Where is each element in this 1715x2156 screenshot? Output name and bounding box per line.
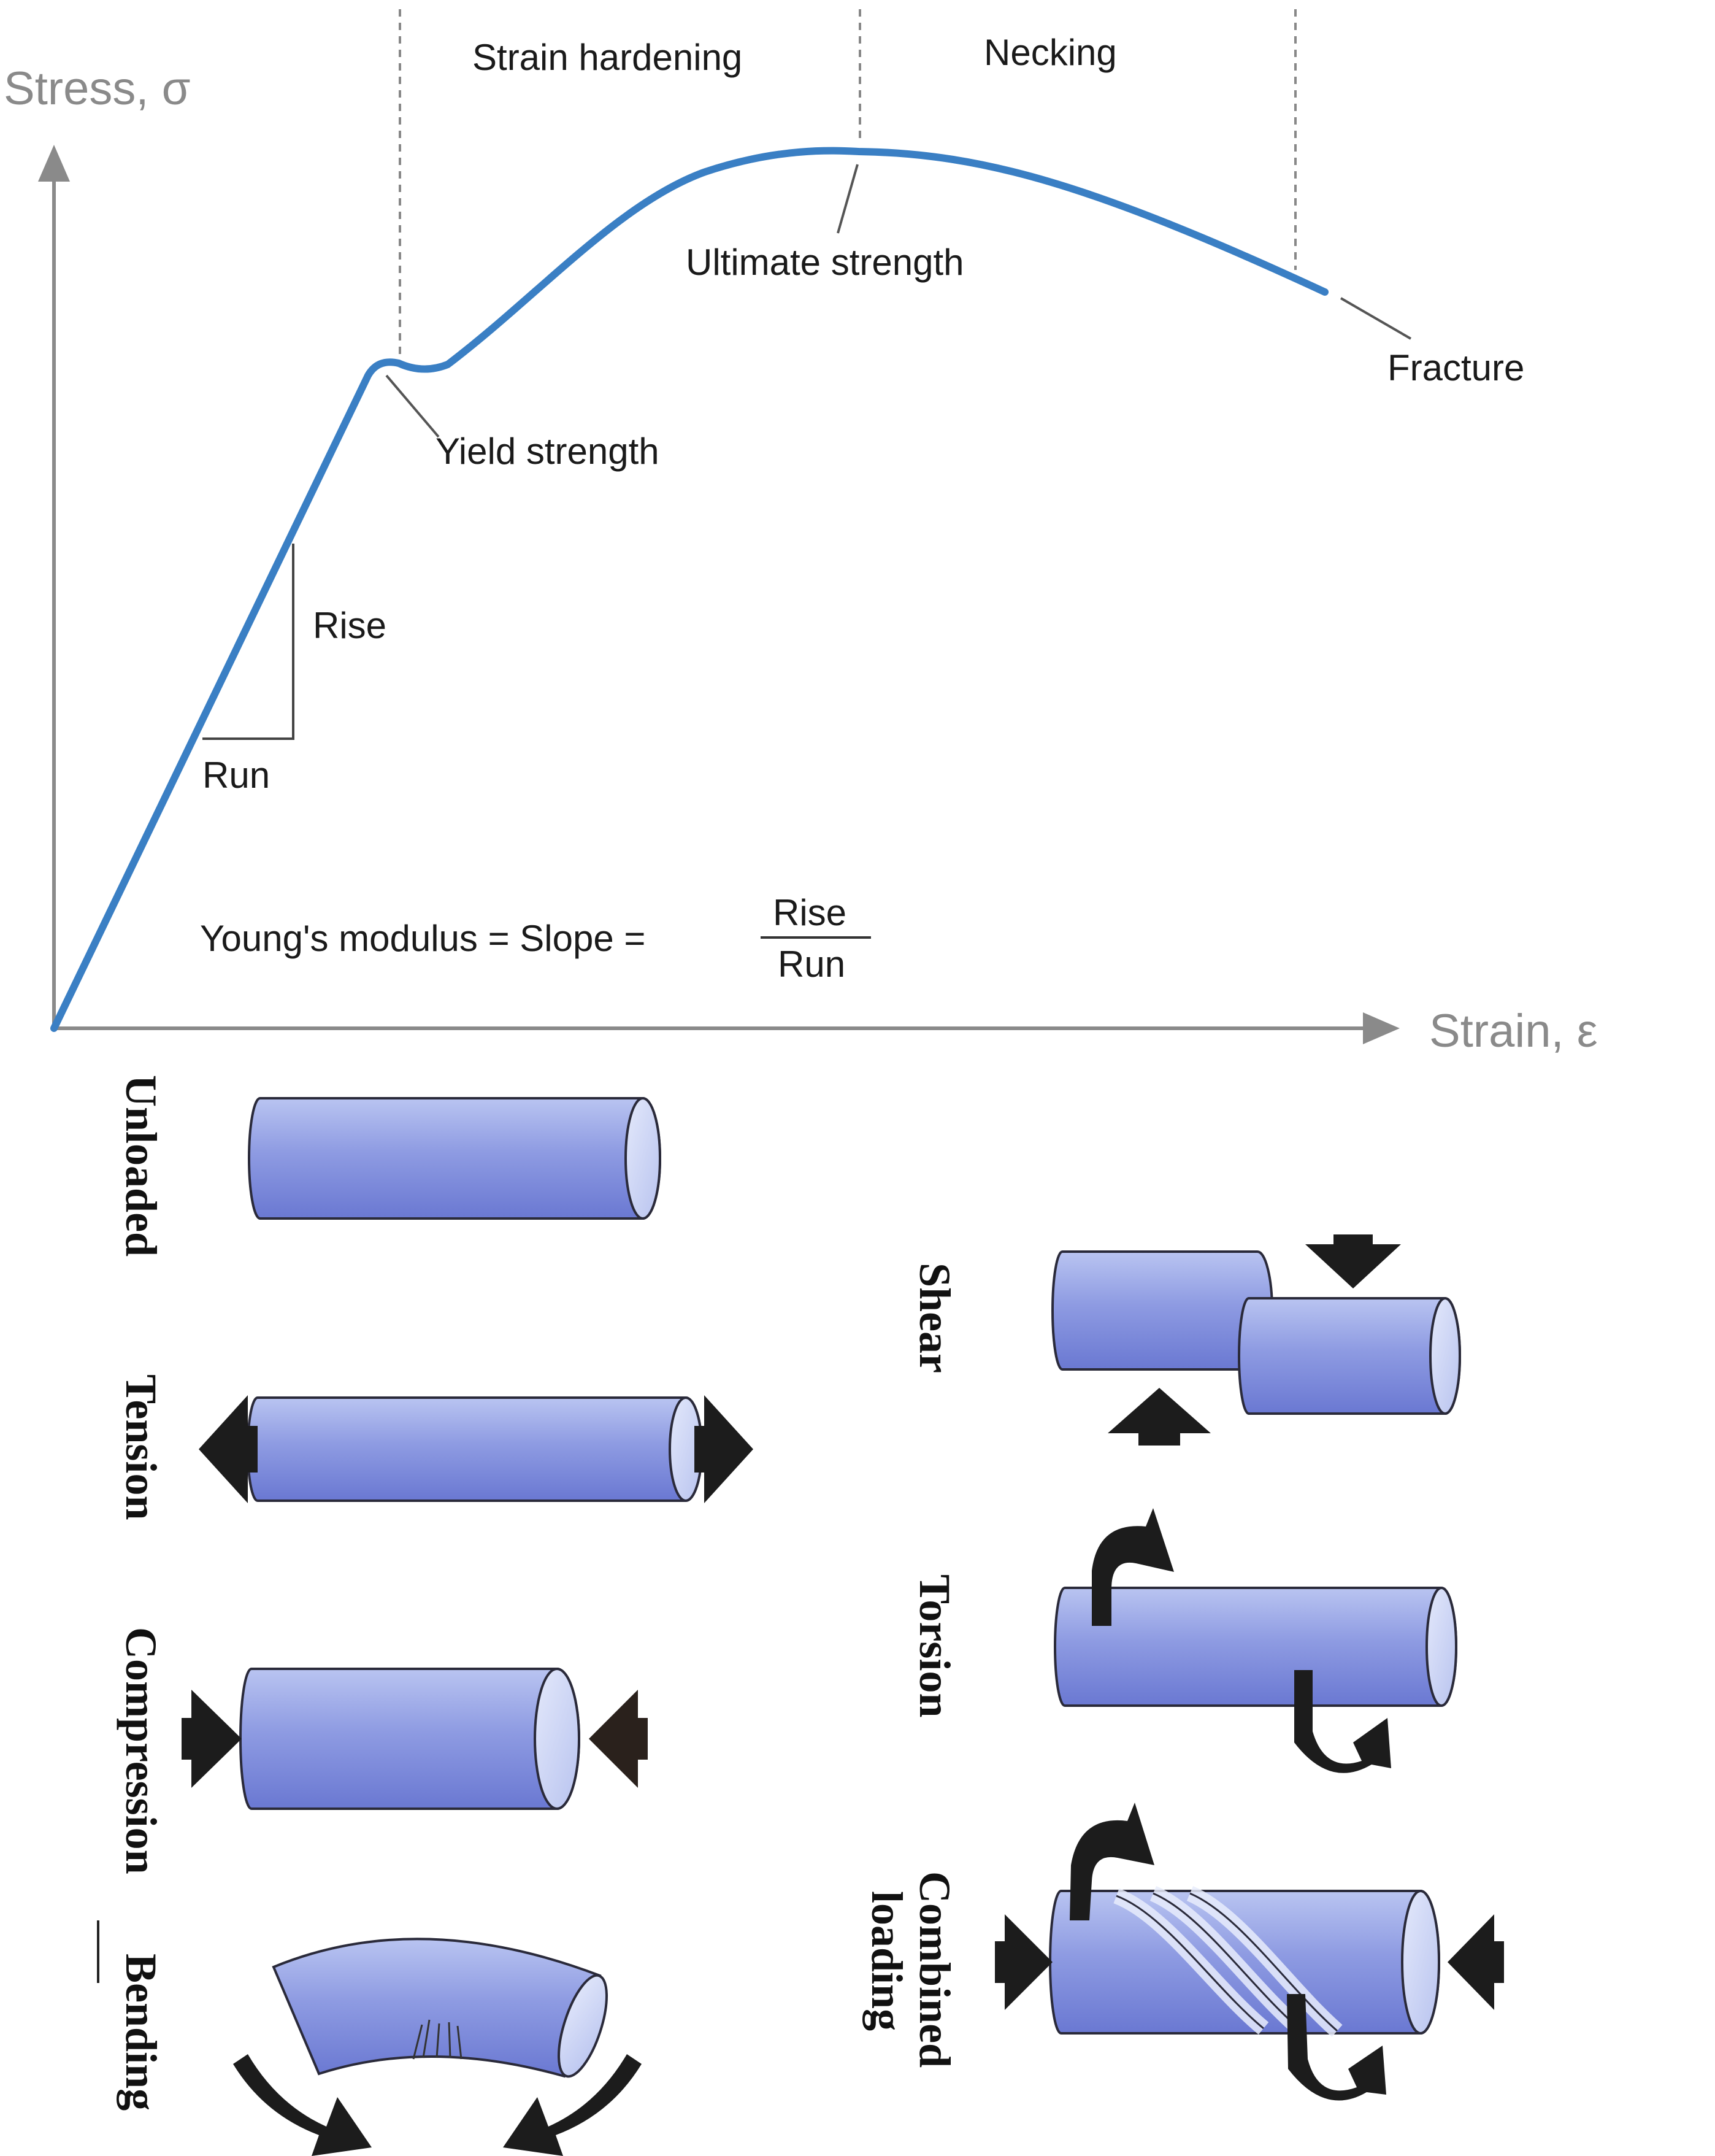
tension-cylinder xyxy=(247,1396,703,1502)
fracture-leader xyxy=(1340,297,1412,340)
compression-cylinder xyxy=(239,1668,580,1810)
slope-triangle xyxy=(202,544,294,740)
compression-label: Compression xyxy=(117,1627,166,1874)
combined-left-arrow-icon xyxy=(995,1914,1053,2010)
rise-label: Rise xyxy=(313,605,386,646)
bending-right-arrow-icon xyxy=(503,2054,642,2156)
combined-cylinder xyxy=(1049,1886,1440,2037)
loading-types-right: Shear Torsion Combined loading xyxy=(862,1234,1504,2101)
bending-label: Bending xyxy=(117,1954,166,2111)
necking-label: Necking xyxy=(984,32,1117,73)
shear-label: Shear xyxy=(910,1263,959,1373)
yield-strength-label: Yield strength xyxy=(435,431,659,472)
unloaded-cylinder xyxy=(248,1097,661,1220)
yield-leader xyxy=(385,374,440,438)
compression-left-arrow-icon xyxy=(182,1690,242,1788)
y-axis-arrow-icon xyxy=(38,145,70,182)
run-label: Run xyxy=(202,755,270,796)
shear-cylinder-lower xyxy=(1238,1297,1461,1415)
tension-left-arrow-icon xyxy=(199,1395,258,1503)
ultimate-strength-label: Ultimate strength xyxy=(686,242,964,283)
x-axis-label: Strain, ε xyxy=(1429,1005,1598,1057)
loading-label: loading xyxy=(862,1891,911,2031)
formula-numerator: Rise xyxy=(773,892,846,933)
fracture-label: Fracture xyxy=(1387,347,1524,388)
torsion-cylinder xyxy=(1054,1587,1457,1707)
ultimate-leader xyxy=(837,164,859,234)
bending-beam xyxy=(272,1938,608,2078)
shear-up-arrow-icon xyxy=(1108,1388,1211,1446)
bending-left-arrow-icon xyxy=(233,2054,372,2156)
formula-denominator: Run xyxy=(778,944,845,985)
strain-hardening-label: Strain hardening xyxy=(472,37,742,78)
torsion-label: Torsion xyxy=(910,1574,959,1717)
stress-strain-curve xyxy=(50,147,1329,1032)
tension-label: Tension xyxy=(117,1374,166,1520)
youngs-modulus-formula: Young's modulus = Slope = xyxy=(200,918,645,959)
compression-right-arrow-icon xyxy=(589,1690,648,1788)
combined-top-arrow-icon xyxy=(1070,1803,1154,1920)
combined-label: Combined xyxy=(910,1871,959,2068)
shear-down-arrow-icon xyxy=(1305,1234,1401,1288)
y-axis-label: Stress, σ xyxy=(4,63,191,115)
loading-types-left: Unloaded Tension Compression Bending xyxy=(97,1075,753,2156)
combined-bottom-arrow-icon xyxy=(1287,1994,1386,2101)
x-axis-arrow-icon xyxy=(1363,1012,1400,1044)
unloaded-label: Unloaded xyxy=(117,1075,166,1257)
torsion-bottom-arrow-icon xyxy=(1294,1670,1391,1773)
torsion-top-arrow-icon xyxy=(1092,1508,1174,1626)
stress-strain-chart: Stress, σ Strain, ε Strain hardening Nec… xyxy=(4,9,1598,1057)
tension-right-arrow-icon xyxy=(694,1395,753,1503)
combined-right-arrow-icon xyxy=(1448,1914,1504,2010)
